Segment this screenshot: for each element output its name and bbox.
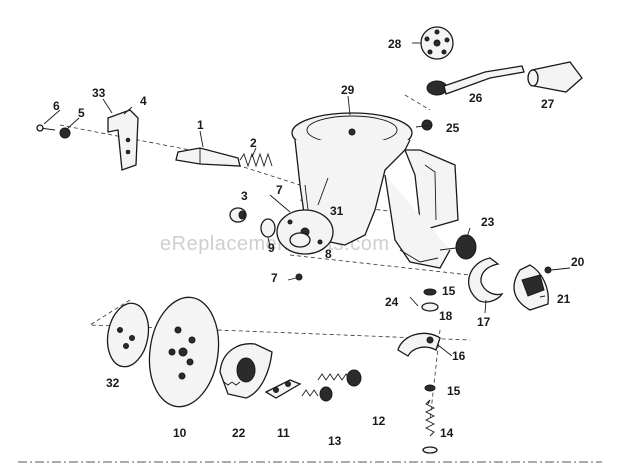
callout-22: 22 [232,426,246,440]
callout-26: 26 [469,91,483,105]
pin-part-24 [409,296,419,307]
disc-part-10 [148,296,220,408]
callout-10: 10 [173,426,187,440]
callout-12: 12 [372,414,386,428]
bolt-part-14 [422,399,438,454]
knob-part-23 [439,234,477,260]
callout-23: 23 [481,215,495,229]
callout-18: 18 [439,309,453,323]
bushing-part-3 [229,207,247,223]
clamp-part-16 [397,332,441,357]
bracket-part-4 [107,109,139,171]
star-wheel-part-28 [420,26,454,60]
disc-part-32 [106,302,150,368]
shaft-part-1 [175,147,241,167]
callout-13: 13 [328,434,342,448]
washer-part-18 [421,302,439,312]
bushing-part-9 [260,218,276,238]
pin-part-8 [289,232,311,248]
washer-part-15-lower [424,384,436,392]
gear-hub-part-22 [219,343,273,399]
callout-29: 29 [341,83,355,97]
crank-arm-part-26 [426,65,525,96]
callout-5: 5 [78,106,85,120]
callout-20: 20 [571,255,585,269]
handle-part-27 [527,61,583,93]
callout-7-upper: 7 [276,183,283,197]
callout-1: 1 [197,118,204,132]
callout-17: 17 [477,315,491,329]
cover-plate-part-21 [513,264,549,311]
screw-part-6 [36,124,56,132]
callout-15-lower: 15 [447,384,461,398]
callout-33: 33 [92,86,106,100]
link-plate-part-11 [264,379,302,399]
callout-28: 28 [388,37,402,51]
callout-9: 9 [268,241,275,255]
callout-4: 4 [140,94,147,108]
part-callouts: 1 2 3 4 5 6 7 7 8 9 10 11 12 13 14 15 15… [53,37,585,448]
callout-11: 11 [277,426,290,440]
screws-part-7 [269,177,329,281]
callout-21: 21 [557,292,571,306]
screw-part-13 [301,386,333,402]
callout-3: 3 [241,189,248,203]
callout-2: 2 [250,136,257,150]
callout-27: 27 [541,97,555,111]
callout-14: 14 [440,426,454,440]
screw-part-20 [544,266,552,274]
callout-7-lower: 7 [271,271,278,285]
callout-15-upper: 15 [442,284,456,298]
callout-25: 25 [446,121,460,135]
spring-part-2 [239,152,273,168]
callout-24: 24 [385,295,399,309]
callout-8: 8 [325,247,332,261]
callout-6: 6 [53,99,60,113]
callout-31: 31 [330,204,344,218]
washer-part-15-upper [423,288,437,296]
callout-32: 32 [106,376,120,390]
nut-part-5 [59,127,71,139]
callout-16: 16 [452,349,466,363]
screw-part-12 [317,369,362,387]
leader-lines [43,42,571,405]
spring-clip-part-17 [468,257,504,303]
